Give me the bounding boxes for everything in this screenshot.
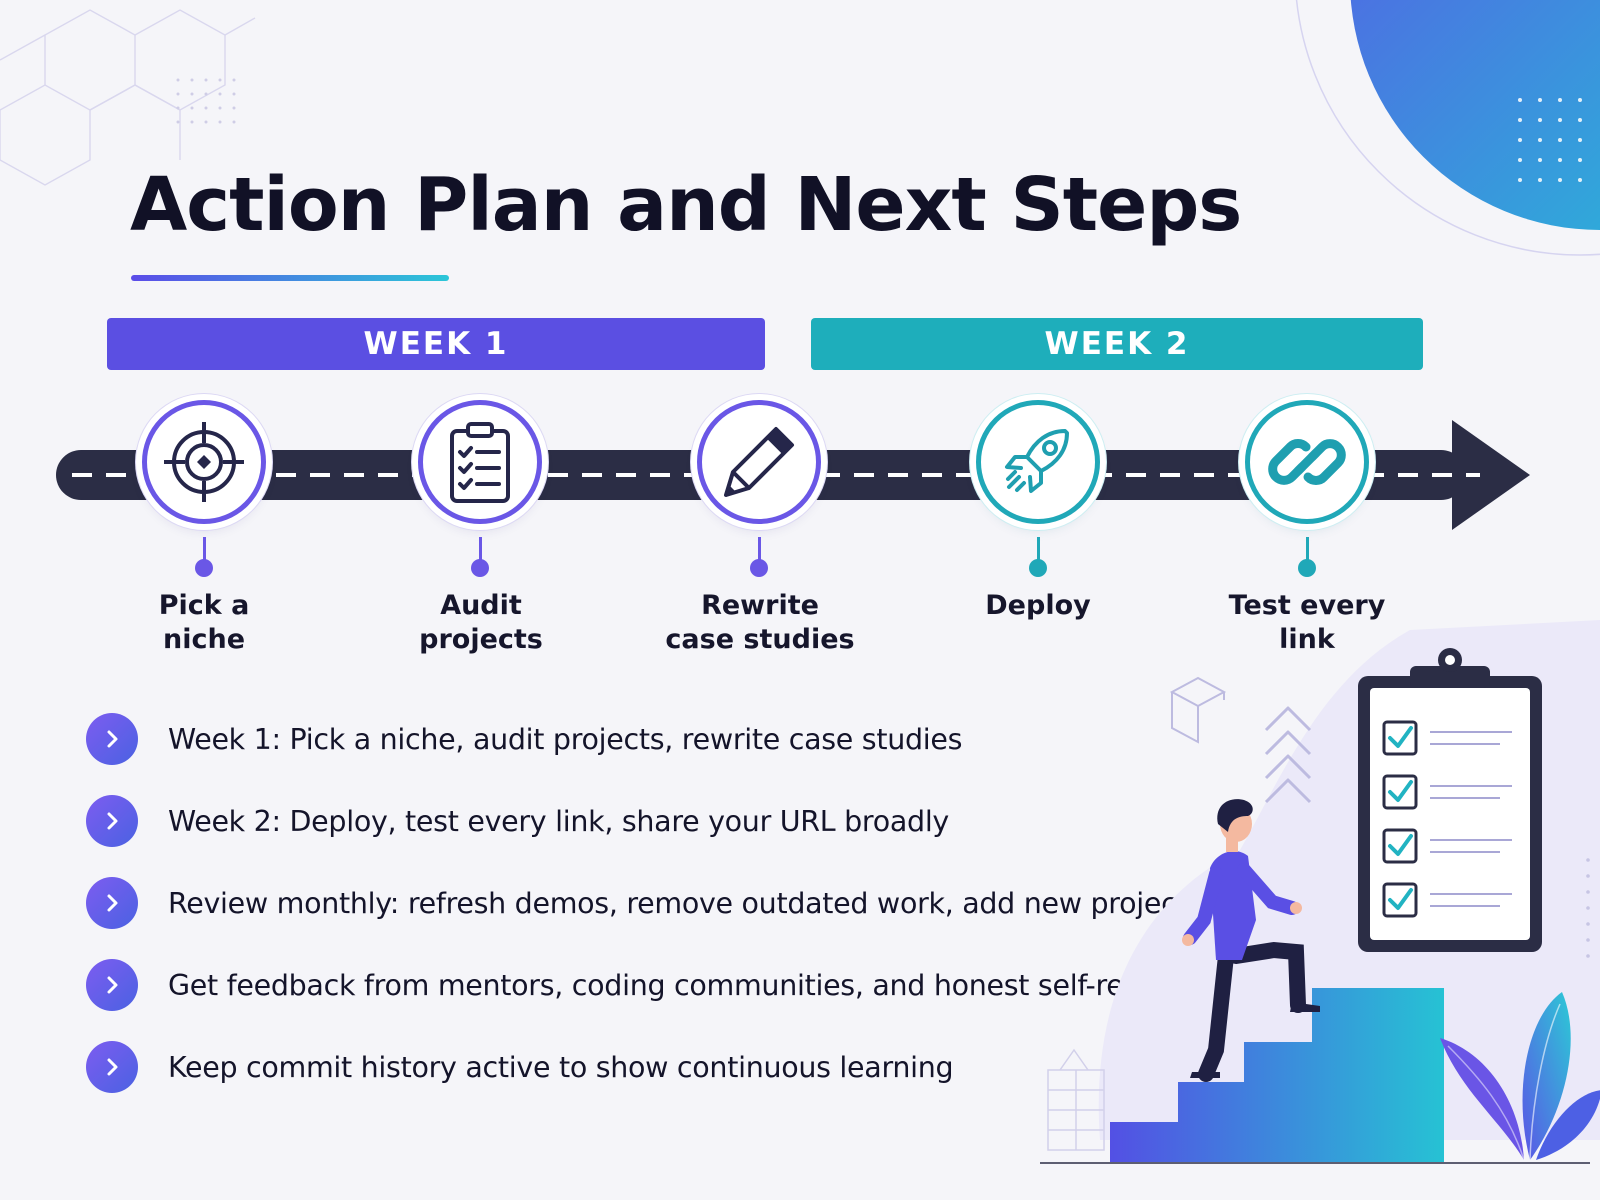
step-node-rewrite-case-studies	[697, 400, 821, 524]
step-node-pick-niche	[142, 400, 266, 524]
step-label-pick-niche: Pick a niche	[158, 590, 250, 655]
list-item-text: Get feedback from mentors, coding commun…	[168, 968, 1188, 1002]
stairs-climber-illustration	[1040, 620, 1600, 1164]
chevron-right-icon	[86, 877, 138, 929]
step-label-rewrite-case-studies: Rewrite case studies	[665, 590, 855, 655]
week-1-banner: WEEK 1	[107, 318, 765, 370]
step-connector	[203, 537, 206, 565]
list-item: Keep commit history active to show conti…	[86, 1039, 954, 1095]
page-title: Action Plan and Next Steps	[130, 162, 1242, 248]
step-label-audit-projects: Audit projects	[419, 590, 543, 655]
hexagon-pattern-decoration	[0, 9, 256, 186]
title-underline	[131, 275, 449, 281]
clipboard-checklist-icon	[450, 422, 510, 503]
step-marker-dot	[1298, 559, 1316, 577]
step-connector	[479, 537, 482, 565]
step-node-test-every-link	[1245, 400, 1369, 524]
week-2-banner: WEEK 2	[811, 318, 1423, 370]
link-icon	[1268, 439, 1346, 485]
step-marker-dot	[1029, 559, 1047, 577]
chevron-right-icon	[86, 713, 138, 765]
pencil-icon	[724, 427, 794, 497]
list-item-text: Keep commit history active to show conti…	[168, 1050, 954, 1084]
chevron-right-icon	[86, 959, 138, 1011]
step-connector	[1037, 537, 1040, 565]
chevron-right-icon	[86, 795, 138, 847]
step-marker-dot	[471, 559, 489, 577]
step-marker-dot	[750, 559, 768, 577]
target-icon	[164, 422, 244, 502]
list-item: Review monthly: refresh demos, remove ou…	[86, 875, 1202, 931]
step-connector	[758, 537, 761, 565]
list-item-text: Week 1: Pick a niche, audit projects, re…	[168, 722, 963, 756]
list-item-text: Review monthly: refresh demos, remove ou…	[168, 886, 1202, 920]
step-label-test-every-link: Test every link	[1228, 590, 1386, 655]
chevron-right-icon	[86, 1041, 138, 1093]
list-item: Week 2: Deploy, test every link, share y…	[86, 793, 949, 849]
step-marker-dot	[195, 559, 213, 577]
list-item: Get feedback from mentors, coding commun…	[86, 957, 1188, 1013]
step-label-deploy: Deploy	[985, 590, 1091, 621]
list-item-text: Week 2: Deploy, test every link, share y…	[168, 804, 949, 838]
rocket-icon	[1005, 429, 1069, 493]
gradient-circle-decoration	[1295, 0, 1600, 256]
step-connector	[1306, 537, 1309, 565]
list-item: Week 1: Pick a niche, audit projects, re…	[86, 711, 962, 767]
step-node-deploy	[976, 400, 1100, 524]
step-node-audit-projects	[418, 400, 542, 524]
